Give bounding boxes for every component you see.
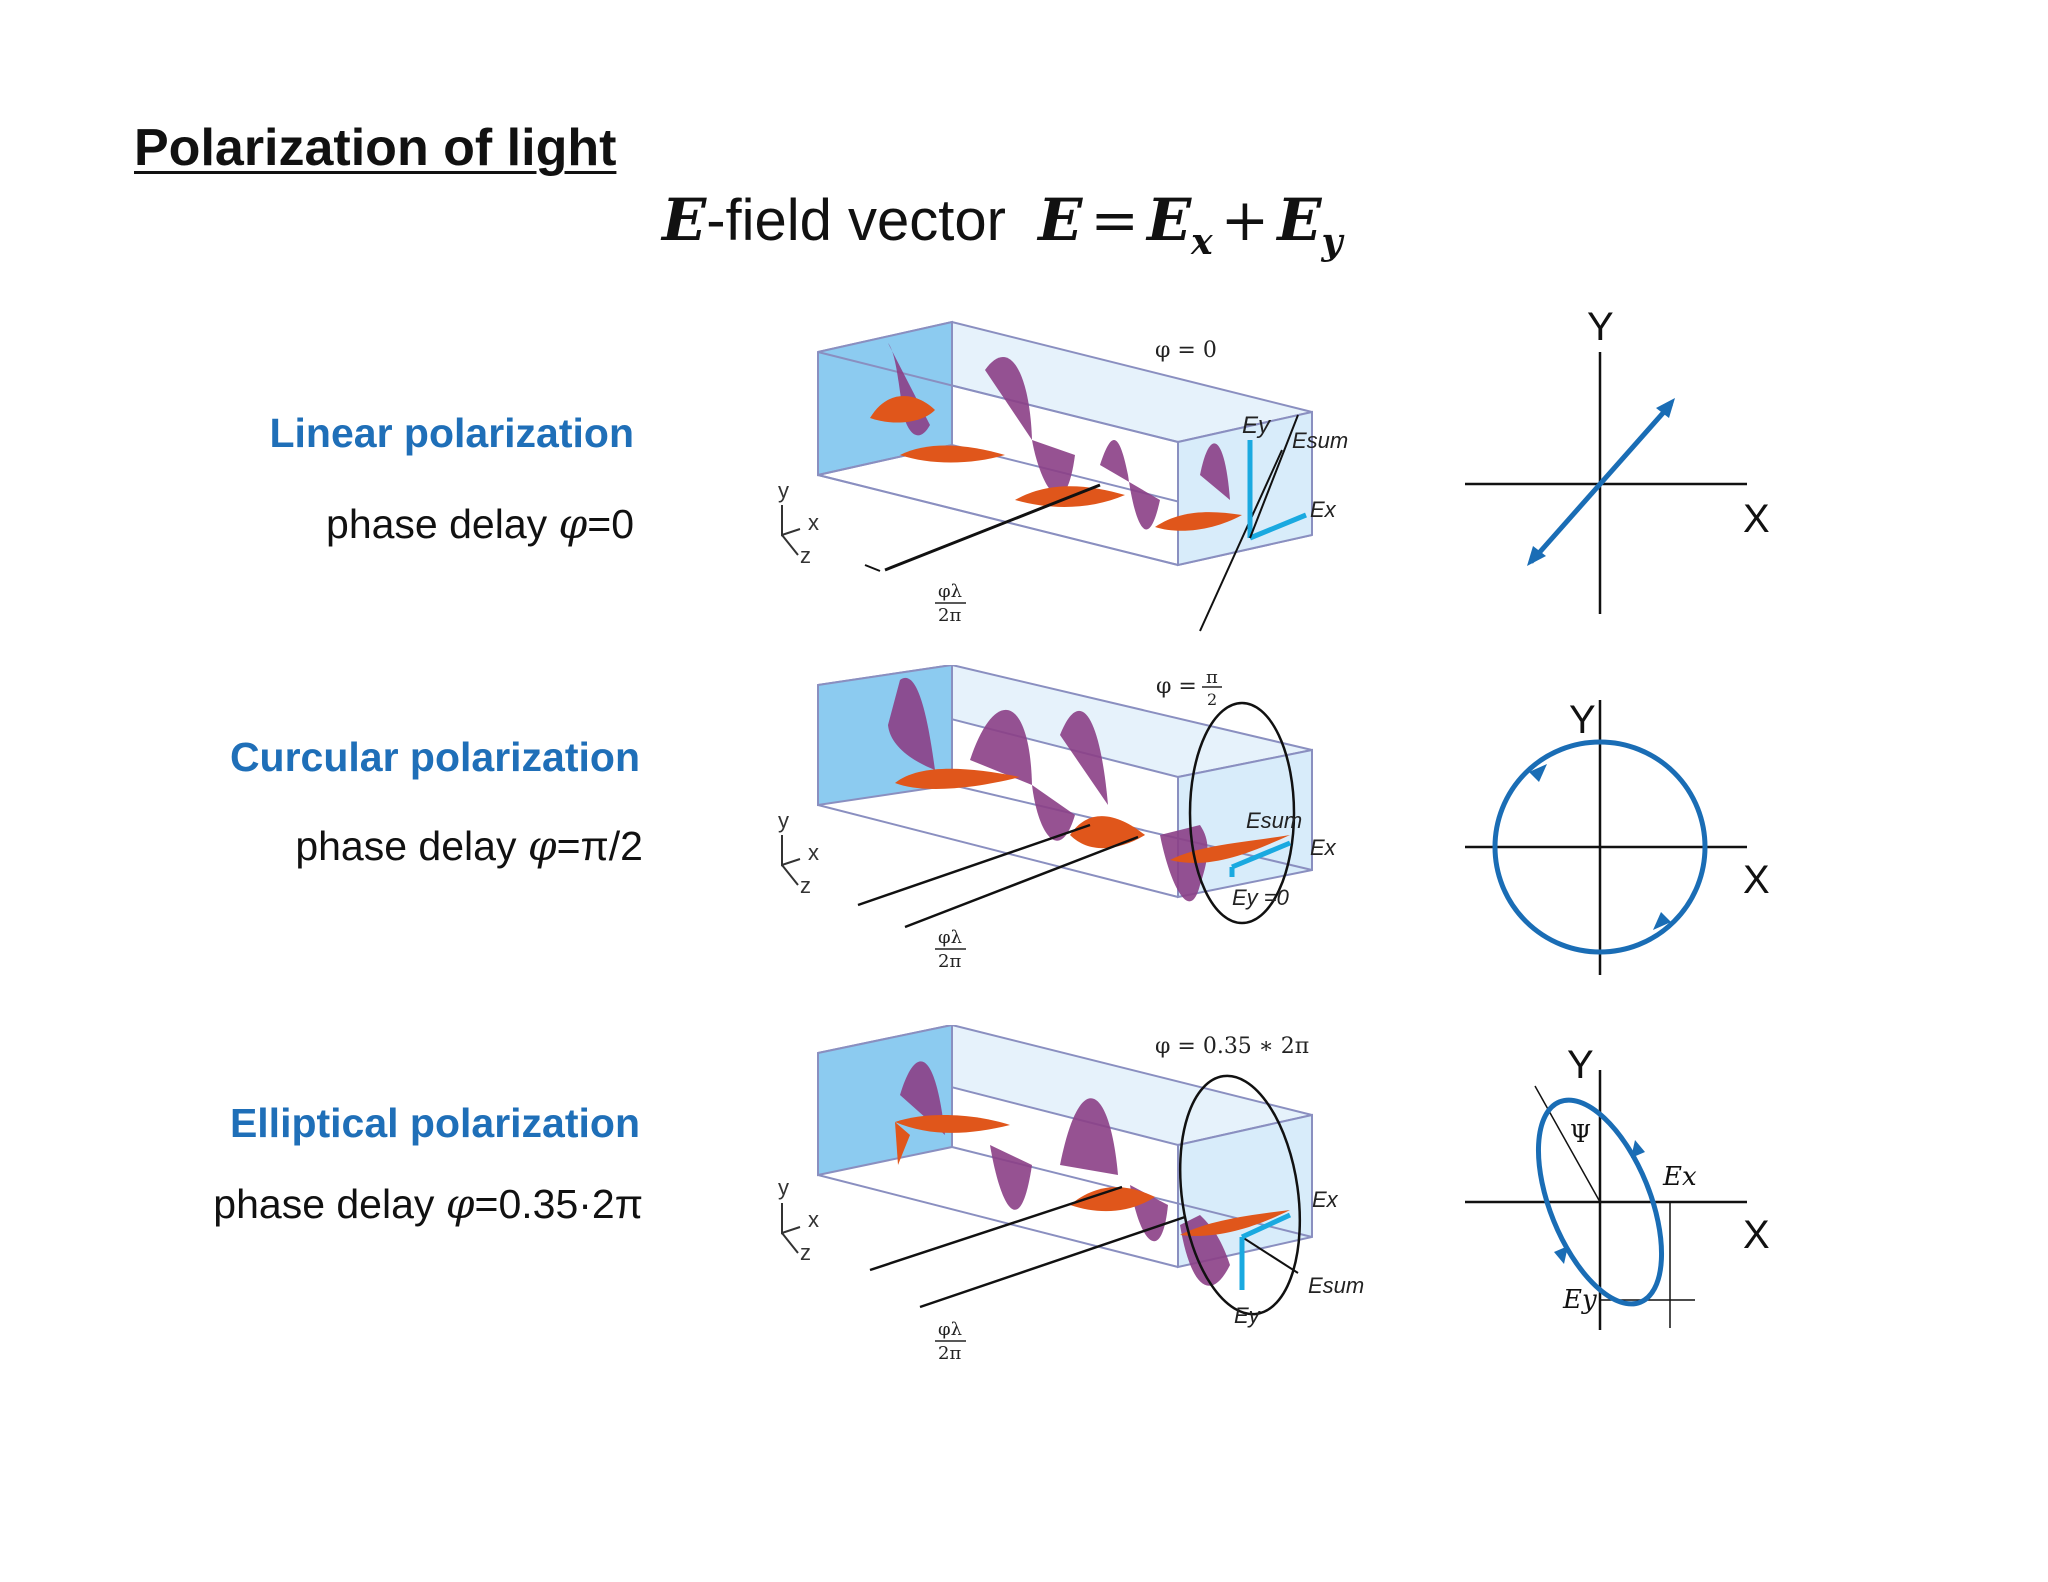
equation-plus: + — [1220, 186, 1270, 254]
polarization-ellipse — [1535, 1097, 1665, 1307]
linear-phase-delay: phase delay φ=0 — [326, 500, 634, 548]
circular-polarization-title: Curcular polarization — [229, 734, 640, 780]
phi-label-prefix: φ = — [1156, 674, 1197, 699]
arrow-head-icon — [1527, 546, 1546, 566]
esum-vector — [1249, 414, 1299, 539]
equation-equals: = — [1090, 186, 1139, 254]
axis-y-label: y — [778, 1175, 789, 1200]
purple-wave-lobe — [985, 357, 1032, 440]
axis-z-label: z — [800, 873, 811, 898]
linear-wave-figure: φ = 0 Ey Esum Ex y x z φλ 2π — [778, 320, 1348, 632]
axis-x-label: x — [808, 1207, 819, 1232]
ex-label: Ex — [1312, 1187, 1339, 1212]
delay-num: φλ — [938, 1319, 962, 1340]
axis-x-label: x — [808, 840, 819, 865]
phi-num: π — [1206, 667, 1218, 688]
equation-term1: E — [1146, 186, 1192, 254]
psi-label: Ψ — [1570, 1120, 1591, 1148]
elliptical-wave-figure: φ = 0.35 ∗ 2π Ex Esum Ey y x z φλ 2π — [778, 1025, 1364, 1364]
elliptical-axes-diagram: Y X Ψ Ex Ey — [1465, 1043, 1770, 1330]
page-title: Polarization of light — [134, 119, 617, 177]
equation-field-label: -field vector — [706, 188, 1006, 253]
ex-label: Ex — [1662, 1162, 1697, 1192]
axis-x-label: x — [808, 510, 819, 535]
ey-label: Ey — [1242, 412, 1272, 439]
phase-value: =π/2 — [556, 823, 643, 869]
ey-label: Ey — [1234, 1303, 1262, 1328]
amplitude-arrow — [1199, 449, 1283, 632]
arrow-head-icon — [1631, 1140, 1645, 1158]
field-equation: E-field vector E=Ex+Ey — [662, 186, 1342, 263]
esum-label: Esum — [1308, 1273, 1364, 1298]
linear-vector-line — [1529, 402, 1673, 564]
phase-prefix: phase delay — [213, 1181, 446, 1227]
polarization-circle — [1188, 701, 1296, 925]
elliptical-polarization-title: Elliptical polarization — [229, 1100, 640, 1146]
orange-wave-lobe — [870, 395, 935, 423]
ey-label: Ey — [1562, 1285, 1597, 1315]
polarization-ellipse — [1178, 1074, 1302, 1316]
x-axis-label: X — [1743, 1213, 1770, 1257]
phase-value: =0.35·2π — [474, 1181, 643, 1227]
phi-den: 2 — [1207, 690, 1217, 709]
arrow-head-icon — [1653, 912, 1671, 930]
axis-z-label: z — [800, 1240, 811, 1265]
y-axis-label: Y — [1569, 698, 1596, 742]
delay-den: 2π — [938, 1343, 961, 1364]
ex-label: Ex — [1310, 497, 1337, 522]
linear-axes-diagram: Y X — [1465, 305, 1770, 614]
x-axis-label: X — [1743, 858, 1770, 902]
y-axis-label: Y — [1587, 305, 1614, 349]
delay-line — [884, 483, 1101, 572]
phase-symbol: φ — [558, 500, 588, 548]
equation-lhs: E — [1038, 186, 1083, 254]
equation-sub2: y — [1321, 221, 1343, 263]
esum-label: Esum — [1292, 428, 1348, 453]
elliptical-phase-delay: phase delay φ=0.35·2π — [213, 1180, 643, 1228]
polarization-circle — [1492, 739, 1708, 955]
phase-symbol: φ — [445, 1180, 475, 1228]
equation-term2: E — [1277, 186, 1322, 254]
equation-e-symbol: E — [662, 186, 707, 254]
phase-prefix: phase delay — [326, 501, 559, 547]
delay-num: φλ — [938, 581, 962, 602]
axis-y-label: y — [778, 808, 789, 833]
circular-phase-delay: phase delay φ=π/2 — [295, 822, 643, 870]
ex-vector — [1249, 512, 1307, 541]
axis-y-label: y — [778, 478, 789, 503]
delay-num: φλ — [938, 927, 962, 948]
circular-wave-figure: φ = π 2 Esum Ex Ey =0 y x z φλ 2π — [778, 665, 1337, 972]
orange-wave-lobe — [1155, 512, 1242, 531]
x-axis-label: X — [1743, 497, 1770, 541]
esum-label: Esum — [1246, 808, 1302, 833]
phi-label: φ = 0 — [1155, 338, 1217, 363]
arrow-head-icon — [1554, 1246, 1568, 1264]
linear-polarization-title: Linear polarization — [269, 410, 635, 456]
purple-wave-lobe — [1200, 443, 1230, 500]
delay-den: 2π — [938, 951, 961, 972]
axis-z-label: z — [800, 543, 811, 568]
circular-axes-diagram: Y X — [1465, 698, 1770, 975]
phi-label: φ = 0.35 ∗ 2π — [1155, 1034, 1309, 1059]
y-axis-label: Y — [1567, 1043, 1594, 1087]
phase-value: =0 — [587, 501, 634, 547]
equation-sub1: x — [1191, 221, 1213, 263]
arrow-head-icon — [1656, 398, 1675, 418]
orange-wave-lobe — [900, 445, 1005, 463]
delay-den: 2π — [938, 605, 961, 626]
ex-label: Ex — [1310, 835, 1337, 860]
arrow-head-icon — [1529, 764, 1547, 782]
psi-line — [1534, 1085, 1601, 1203]
phase-prefix: phase delay — [295, 823, 528, 869]
ey-label: Ey =0 — [1232, 885, 1290, 910]
purple-wave-lobe — [1032, 440, 1075, 496]
phase-symbol: φ — [527, 822, 557, 870]
purple-wave-lobe — [1100, 440, 1160, 530]
